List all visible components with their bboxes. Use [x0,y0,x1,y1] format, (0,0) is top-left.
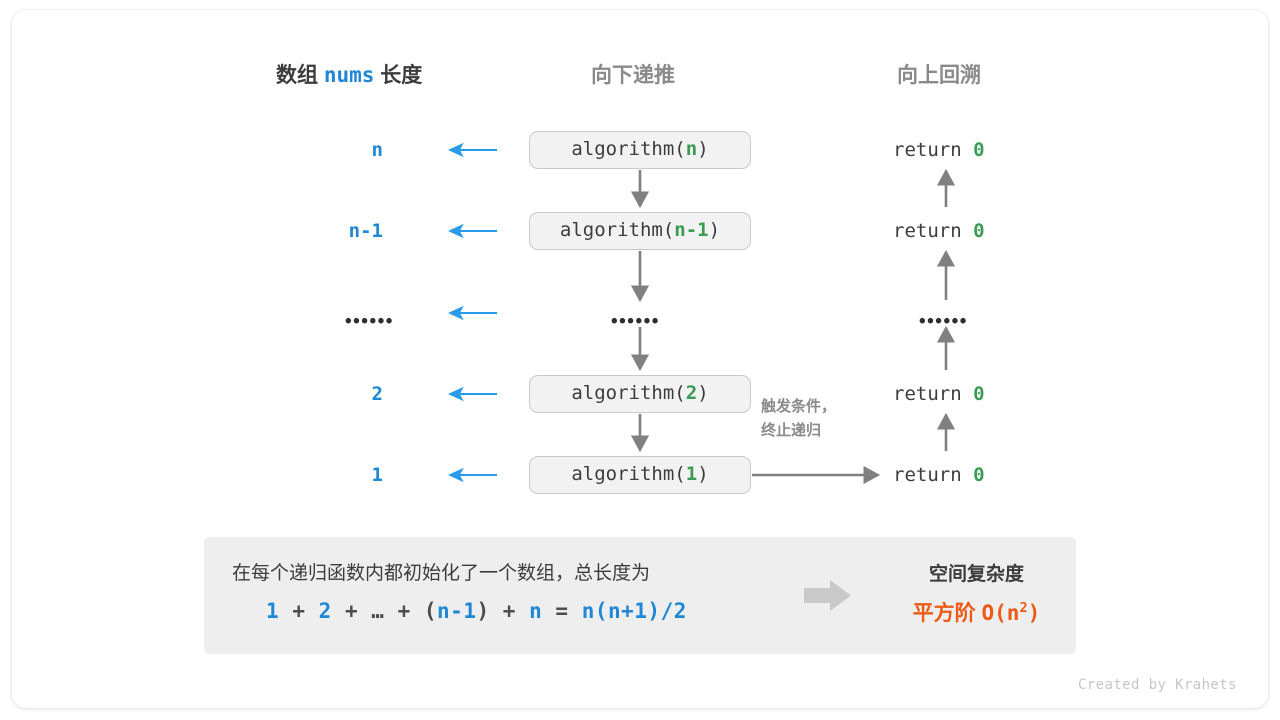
algorithm-call-suffix-1: ) [708,219,721,241]
algorithm-call-suffix-3: ) [697,382,709,404]
return-row-3: return 0 [893,383,985,405]
formula-op-2: + [344,599,359,623]
implies-arrow-icon [804,580,851,611]
algorithm-box-row-1: algorithm(n-1) [529,212,751,250]
header-backtrack-up: 向上回溯 [897,64,981,87]
algorithm-call-prefix-4: algorithm( [571,463,686,485]
algorithm-call-prefix-3: algorithm( [571,382,686,404]
return-value-4: 0 [973,464,985,486]
return-keyword-1: return [893,220,962,242]
formula-ellipsis: … [371,599,385,623]
length-label-row-0: n [371,139,383,161]
algorithm-call-arg-0: n [685,138,698,160]
algorithm-box-row-0: algorithm(n) [529,131,751,169]
return-value-3: 0 [973,383,985,405]
header-array-nums: nums [323,63,375,87]
algorithm-box-row-2-ellipsis: •••••• [611,311,660,332]
return-keyword-3: return [893,383,962,405]
footer-credit: Created by Krahets [1078,677,1237,693]
formula-term-4: n-1 [437,599,477,623]
summary-formula: 1 + 2 + … + (n-1) + n = n(n+1)/2 [266,599,687,623]
formula-op-1: + [292,599,306,623]
algorithm-call-arg-4: 1 [685,463,698,485]
header-array-length: 数组 nums 长度 [276,59,422,89]
trigger-note-line-1: 触发条件， [761,398,837,415]
return-value-0: 0 [973,139,985,161]
return-keyword-4: return [893,464,962,486]
complexity-expr-suffix: ) [1027,601,1041,625]
formula-op-3: + [397,599,411,623]
return-keyword-0: return [893,139,962,161]
formula-op-4: + [502,599,516,623]
space-complexity-title: 空间复杂度 [928,564,1024,585]
trigger-condition-note: 触发条件， 终止递归 [761,395,836,443]
formula-term-5: n [529,599,543,623]
formula-result: n(n+1)/2 [581,599,687,623]
algorithm-call-arg-1: n-1 [674,219,709,241]
algorithm-call-suffix-0: ) [697,138,709,160]
complexity-label: 平方阶 [912,602,976,625]
space-complexity-value: 平方阶 O(n2) [869,597,1084,627]
header-array-suffix: 长度 [380,64,423,87]
formula-term-1: 1 [266,599,280,623]
formula-lparen: ( [423,599,438,623]
length-label-row-3: 2 [371,383,383,405]
summary-description: 在每个递归函数内都初始化了一个数组，总长度为 [232,563,651,584]
formula-equals: = [555,599,569,623]
formula-term-2: 2 [318,599,332,623]
algorithm-box-row-3: algorithm(2) [529,375,751,413]
formula-rparen: ) [476,599,490,623]
algorithm-call-prefix-1: algorithm( [559,219,675,241]
summary-panel: 在每个递归函数内都初始化了一个数组，总长度为 1 + 2 + … + (n-1)… [204,537,1076,654]
algorithm-call-suffix-4: ) [697,463,709,485]
header-recurse-down: 向下递推 [591,64,675,87]
return-row-4: return 0 [893,464,985,486]
return-row-2-ellipsis: •••••• [919,311,968,332]
complexity-expr-prefix: O(n [981,601,1020,625]
algorithm-call-arg-3: 2 [685,382,698,404]
trigger-note-line-2: 终止递归 [761,422,822,439]
complexity-expr-exponent: 2 [1019,600,1028,616]
length-label-row-4: 1 [371,464,383,486]
return-value-1: 0 [973,220,985,242]
length-label-row-2: •••••• [345,311,394,332]
return-row-1: return 0 [893,220,985,242]
length-label-row-1: n-1 [348,220,383,242]
algorithm-box-row-4: algorithm(1) [529,456,751,494]
return-row-0: return 0 [893,139,985,161]
header-array-prefix: 数组 [276,64,318,87]
blue-pointer-arrows [448,142,497,483]
complexity-expression: O(n2) [981,600,1041,625]
algorithm-call-prefix-0: algorithm( [571,138,686,160]
